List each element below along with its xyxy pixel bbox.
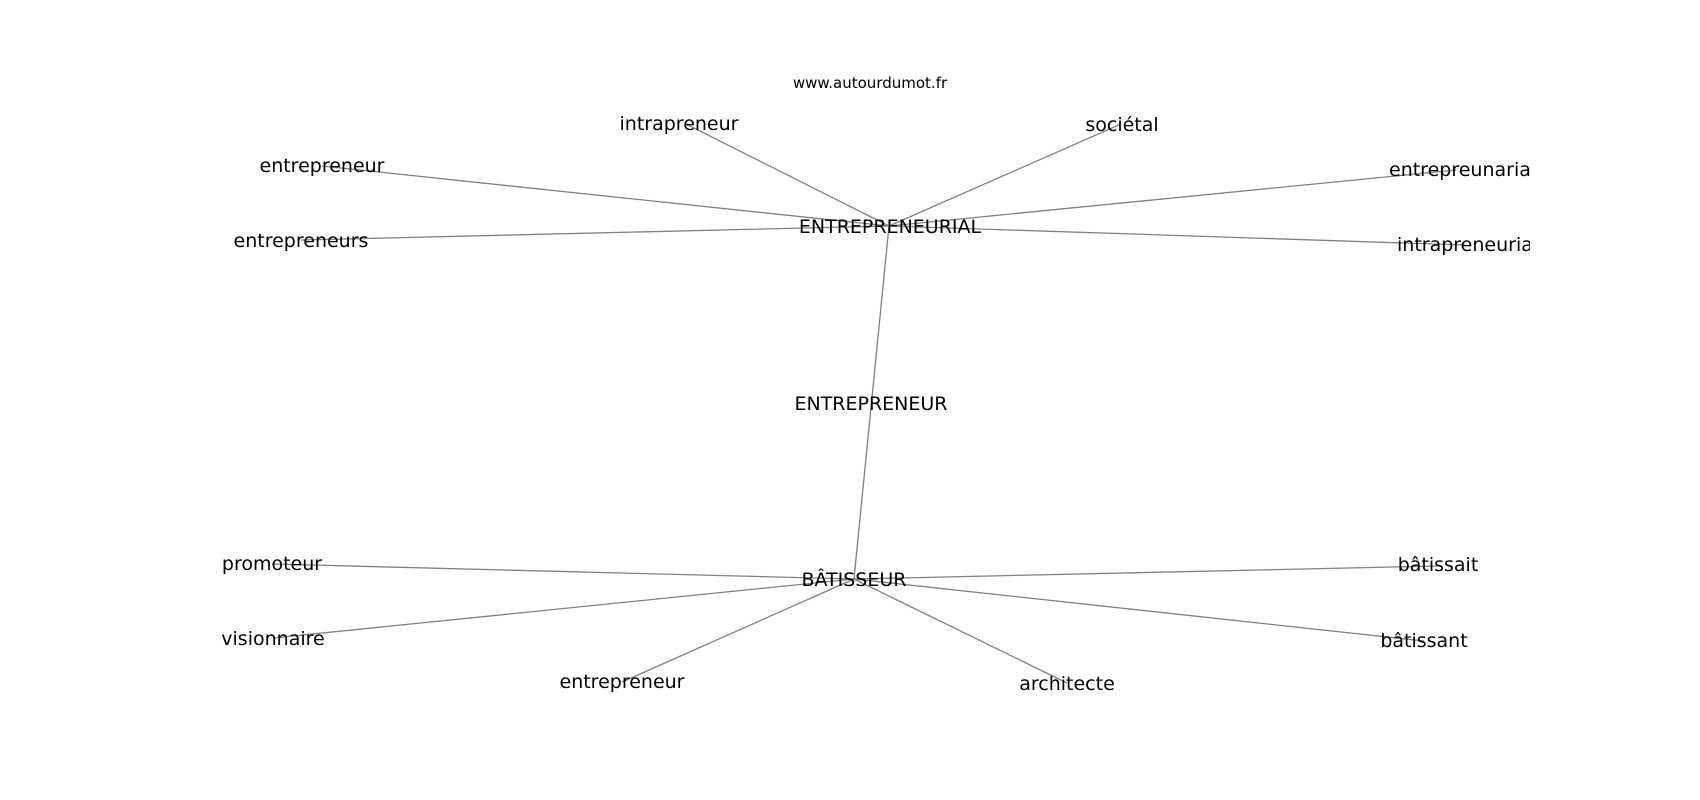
node-societal: sociétal	[1085, 114, 1158, 136]
edge-entrepreneurial-entrepreneurs	[300, 225, 890, 241]
node-batissant: bâtissant	[1380, 630, 1467, 652]
edge-batisseur-batissant	[853, 578, 1425, 642]
node-entrepreunariat: entrepreunariat	[1389, 159, 1538, 181]
edge-batisseur-visionnaire	[272, 578, 855, 639]
edge-entrepreneurial-societal	[888, 123, 1122, 227]
node-batissait: bâtissait	[1398, 554, 1479, 576]
edge-batisseur-architecte	[853, 578, 1068, 684]
edges	[271, 123, 1466, 684]
edge-batisseur-entrepreneur	[621, 578, 855, 683]
edge-batisseur-promoteur	[271, 563, 855, 580]
node-architecte: architecte	[1019, 673, 1115, 695]
node-promoteur: promoteur	[222, 553, 322, 575]
node-intrapreneur: intrapreneur	[620, 113, 739, 135]
node-entrepreneurial: ENTREPRENEURIAL	[799, 216, 982, 238]
node-batisseur: BÂTISSEUR	[801, 568, 906, 591]
node-entrepreneur-top: entrepreneur	[260, 155, 385, 177]
edge-entrepreneurial-entrepreneur	[321, 165, 890, 227]
edge-entrepreneurial-intrapreneur	[685, 123, 890, 227]
edge-entrepreneurial-batisseur	[853, 225, 890, 580]
edge-entrepreneurial-entrepreunariat	[888, 169, 1457, 227]
node-entrepreneur-bottom: entrepreneur	[560, 671, 685, 693]
node-center-entrepreneur: ENTREPRENEUR	[794, 393, 947, 415]
source-watermark: www.autourdumot.fr	[793, 74, 948, 92]
node-labels: ENTREPRENEUR ENTREPRENEURIAL intrapreneu…	[221, 113, 1540, 695]
edge-batisseur-batissait	[853, 565, 1439, 580]
node-visionnaire: visionnaire	[221, 628, 324, 650]
node-intrapreneuriat: intrapreneuriat	[1397, 234, 1540, 256]
node-entrepreneurs: entrepreneurs	[234, 230, 369, 252]
edge-entrepreneurial-intrapreneuriat	[888, 225, 1466, 246]
